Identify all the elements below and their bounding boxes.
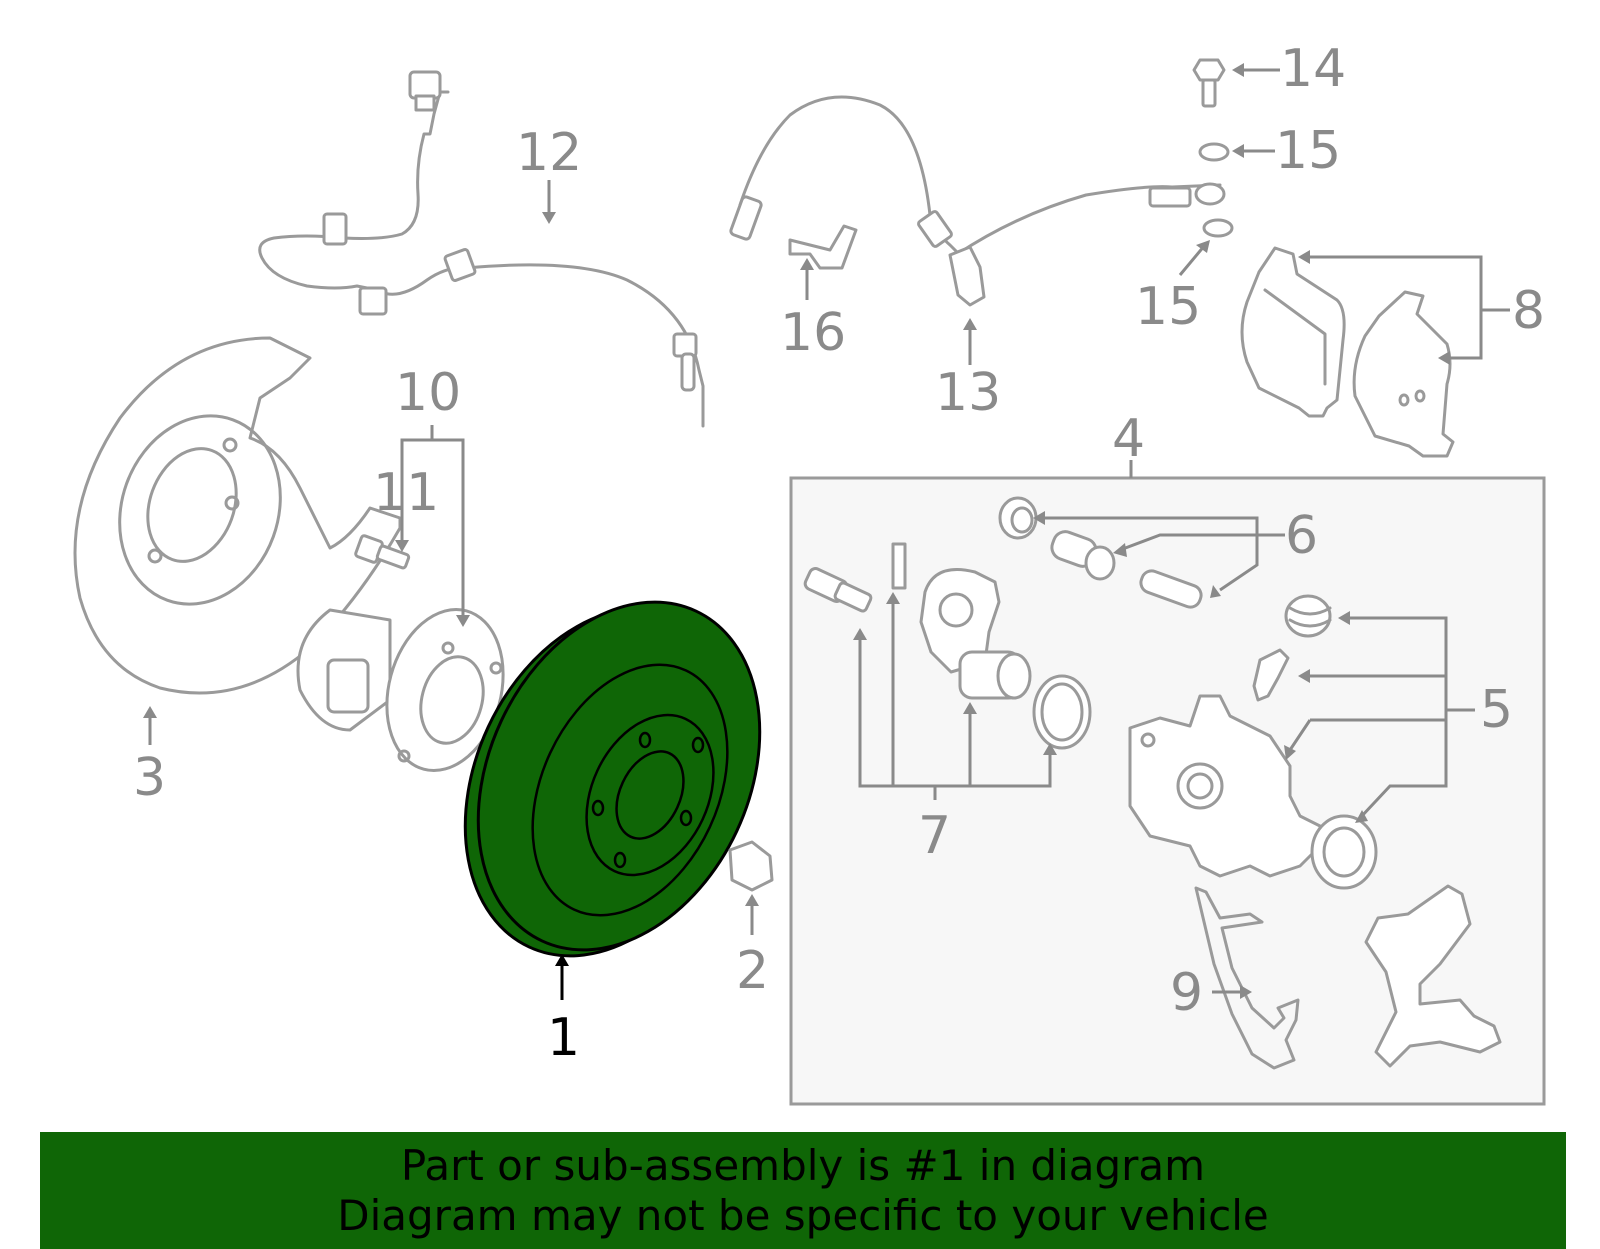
callout-1: 1 <box>547 1008 580 1068</box>
callout-15-lower: 15 <box>1135 277 1201 337</box>
part-8-brake-pads[interactable] <box>1240 246 1455 458</box>
callout-4: 4 <box>1112 409 1145 469</box>
banner-line-1: Part or sub-assembly is #1 in diagram <box>400 1140 1206 1190</box>
part-11-wheel-stud[interactable] <box>354 534 411 570</box>
part-15-washer-lower[interactable] <box>1202 218 1234 238</box>
callout-10: 10 <box>395 363 461 423</box>
part-3-dust-shield[interactable] <box>73 336 402 695</box>
info-banner: Part or sub-assembly is #1 in diagram Di… <box>40 1132 1566 1249</box>
callout-9: 9 <box>1170 963 1203 1023</box>
part-13-brake-hose[interactable] <box>729 95 1226 307</box>
part-12-speed-sensor-harness[interactable] <box>258 70 705 428</box>
part-5-caliper-body[interactable] <box>1128 594 1378 890</box>
callout-14: 14 <box>1280 39 1346 99</box>
part-1-brake-rotor[interactable] <box>411 556 813 1002</box>
part-16-clip[interactable] <box>788 224 858 270</box>
callout-15-upper: 15 <box>1275 121 1341 181</box>
part-7-caliper-piston-assembly[interactable] <box>803 542 1092 750</box>
callout-6: 6 <box>1285 506 1318 566</box>
part-6-guide-pins[interactable] <box>998 496 1204 610</box>
part-2-nut[interactable] <box>728 840 774 892</box>
callout-7: 7 <box>918 806 951 866</box>
callout-2: 2 <box>736 941 769 1001</box>
callout-11: 11 <box>373 463 439 523</box>
callout-3: 3 <box>133 748 166 808</box>
part-15-washer-upper[interactable] <box>1198 142 1230 162</box>
callout-5: 5 <box>1480 680 1513 740</box>
callout-16: 16 <box>780 303 846 363</box>
callout-12: 12 <box>516 123 582 183</box>
callout-13: 13 <box>935 363 1001 423</box>
part-14-bolt[interactable] <box>1192 58 1226 108</box>
callout-8: 8 <box>1512 281 1545 341</box>
banner-line-2: Diagram may not be specific to your vehi… <box>337 1190 1269 1240</box>
part-9-spring-clip[interactable] <box>1194 886 1300 1070</box>
caliper-bracket[interactable] <box>1364 884 1502 1068</box>
